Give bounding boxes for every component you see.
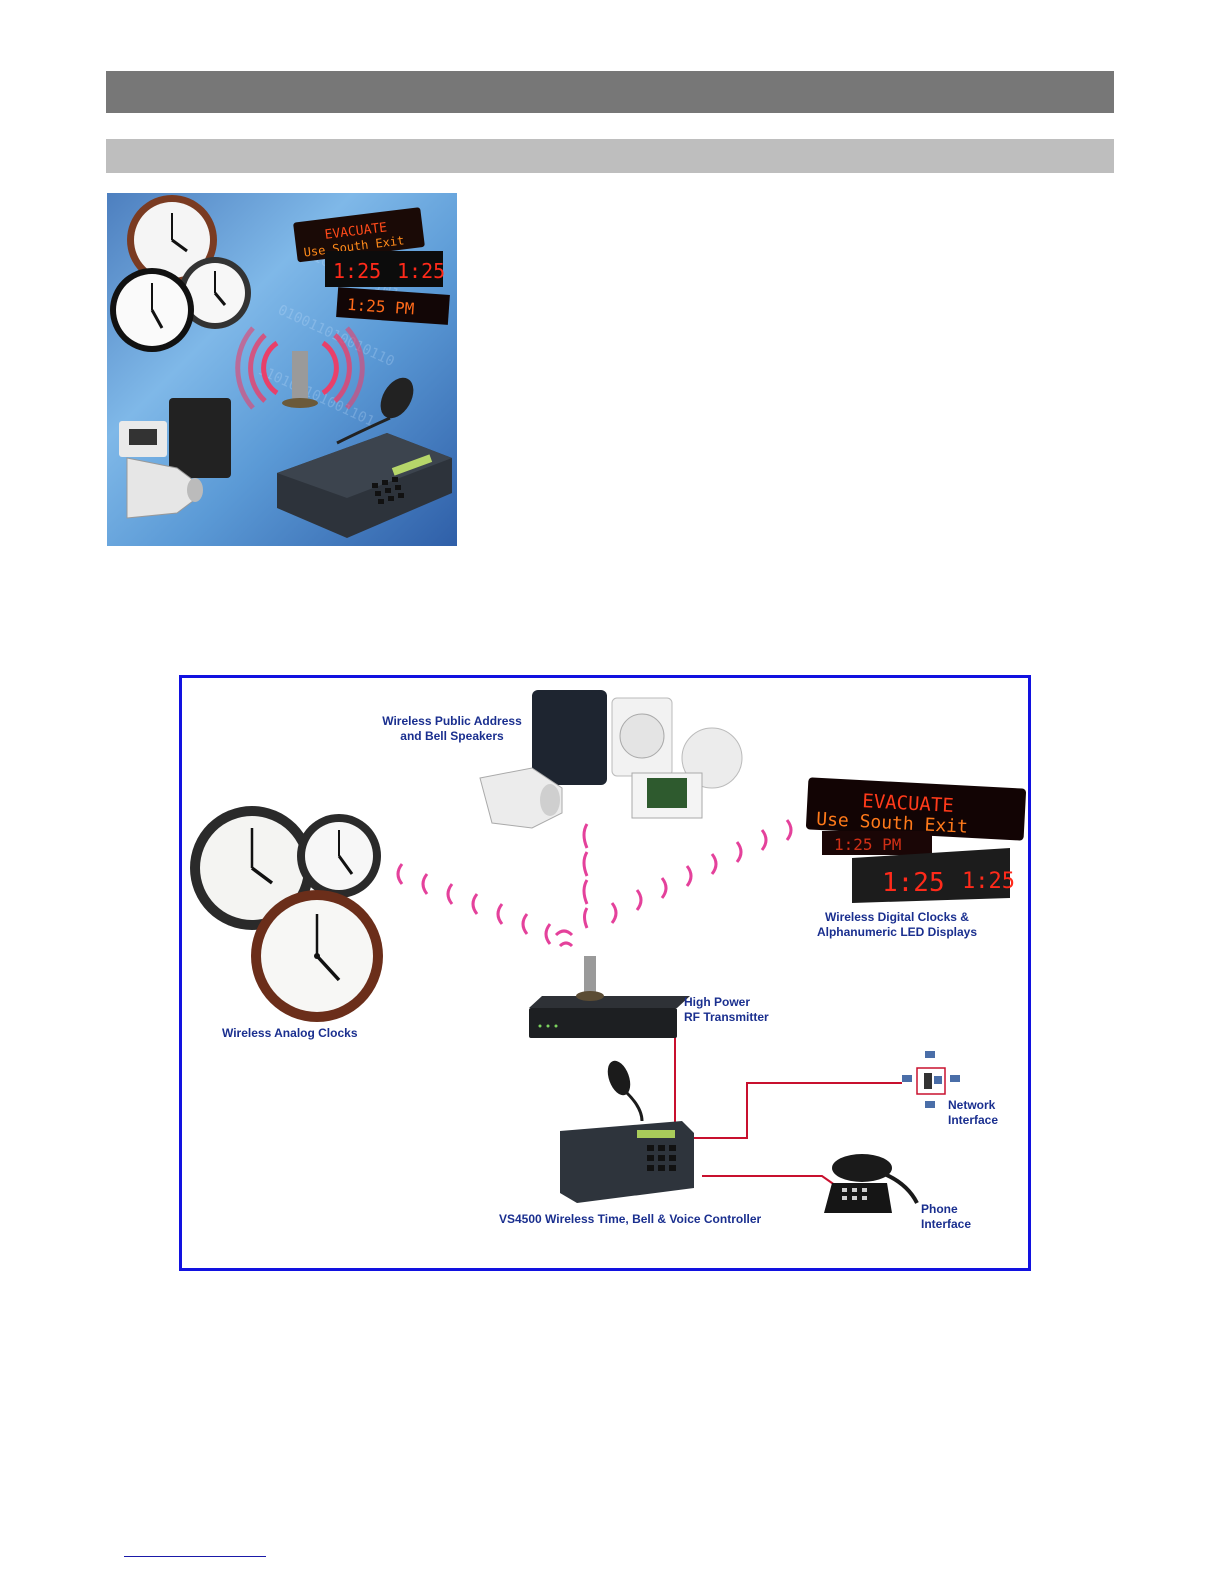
network-label: Network Interface <box>948 1098 999 1127</box>
footer-link-underline[interactable] <box>124 1556 266 1557</box>
analog-clocks-label: Wireless Analog Clocks <box>222 1026 358 1040</box>
speaker-icon <box>119 398 231 519</box>
photo-digital-right: 1:25 <box>397 259 445 283</box>
led-displays-icon: EVACUATE Use South Exit 1:25 PM 1:25 1:2… <box>805 777 1027 903</box>
digital-clocks-label: Wireless Digital Clocks & Alphanumeric L… <box>816 910 978 939</box>
phone-icon <box>824 1154 919 1213</box>
section-header-bar <box>106 71 1114 113</box>
rf-transmitter-icon <box>529 956 690 1038</box>
analog-clocks-icon <box>190 806 383 1022</box>
diagram-digital-right: 1:25 <box>962 869 1015 894</box>
svg-text:110100101001101: 110100101001101 <box>255 362 376 430</box>
signal-waves-icon <box>396 819 793 948</box>
diagram-led-time: 1:25 PM <box>834 835 901 854</box>
network-icon <box>902 1051 960 1108</box>
photo-led-time: 1:25 PM <box>346 295 415 319</box>
phone-label: Phone Interface <box>921 1202 972 1231</box>
speakers-label: Wireless Public Address and Bell Speaker… <box>382 714 522 743</box>
product-photo: 010011010010110 110100101001101 00101101… <box>107 193 457 546</box>
photo-digital-left: 1:25 <box>333 259 381 283</box>
analog-clock-icon <box>110 195 251 352</box>
transmitter-label: High Power RF Transmitter <box>684 995 769 1024</box>
controller-icon <box>277 377 452 538</box>
antenna-icon <box>235 326 365 410</box>
diagram-digital-left: 1:25 <box>882 868 945 898</box>
controller-device-icon <box>560 1060 694 1203</box>
subsection-header-bar <box>106 139 1114 173</box>
diagram-led-line1: EVACUATE <box>862 790 955 817</box>
controller-label: VS4500 Wireless Time, Bell & Voice Contr… <box>499 1212 762 1226</box>
system-diagram: EVACUATE Use South Exit 1:25 PM 1:25 1:2… <box>179 675 1031 1271</box>
speakers-icon <box>479 690 743 829</box>
led-display-icon: EVACUATE Use South Exit 1:25 1:25 1:25 P… <box>293 207 450 325</box>
